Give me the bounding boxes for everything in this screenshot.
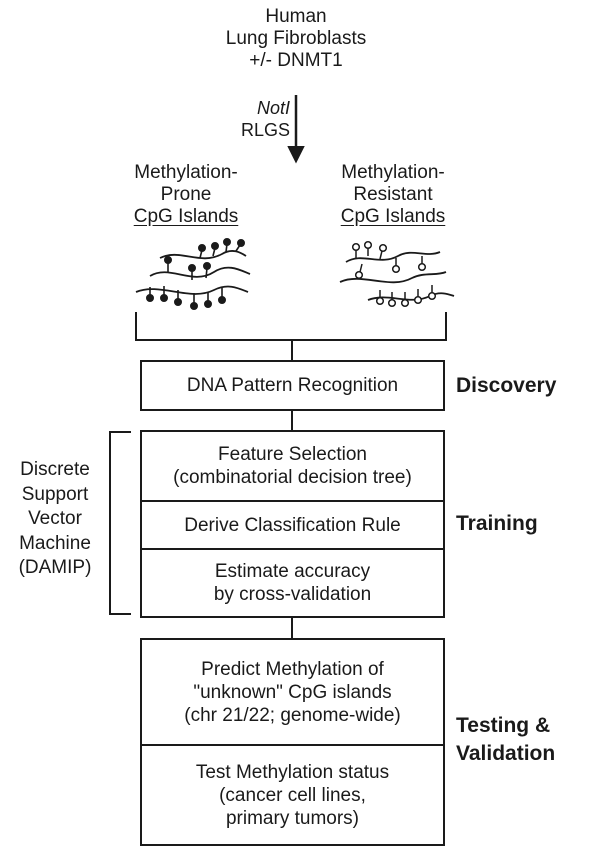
method-enzyme: NotI [256, 98, 290, 118]
prone-dna-strands-icon [135, 238, 251, 310]
resistant-group-label: Methylation- Resistant CpG Islands [308, 162, 478, 228]
model-label: Discrete Support Vector Machine (DAMIP) [2, 458, 108, 581]
resistant-line-3: CpG Islands [340, 206, 446, 227]
test-status-line-3: primary tumors) [225, 807, 359, 829]
predict-line-3: (chr 21/22; genome-wide) [184, 704, 401, 726]
predict-line-2: "unknown" CpG islands [193, 681, 392, 703]
stage-training: Training [456, 512, 538, 535]
estimate-accuracy-line-1: Estimate accuracy [214, 561, 371, 582]
stage-discovery: Discovery [456, 374, 557, 397]
testing-box: Predict Methylation of "unknown" CpG isl… [140, 638, 445, 846]
training-box: Feature Selection (combinatorial decisio… [140, 430, 445, 618]
derive-rule-line-1: Derive Classification Rule [184, 514, 401, 536]
stage-testing-line-1: Testing & [456, 714, 551, 737]
prone-line-1: Methylation- [134, 162, 238, 183]
model-line-5: (DAMIP) [18, 557, 92, 578]
model-line-4: Machine [19, 532, 91, 554]
method-label: NotI RLGS [200, 97, 290, 141]
stage-testing-line-2: Validation [456, 742, 556, 765]
model-line-1: Discrete [20, 459, 90, 480]
resistant-line-2: Resistant [353, 184, 433, 205]
prone-line-3: CpG Islands [133, 206, 239, 227]
discovery-box: DNA Pattern Recognition [140, 360, 445, 411]
model-line-3: Vector [28, 508, 82, 529]
prone-group-label: Methylation- Prone CpG Islands [106, 162, 266, 228]
model-line-2: Support [21, 483, 89, 505]
stage-testing-validation: Testing & Validation [456, 712, 555, 768]
test-status-line-2: (cancer cell lines, [219, 784, 366, 806]
prone-line-2: Prone [160, 184, 212, 205]
predict-line-1: Predict Methylation of [201, 658, 384, 680]
resistant-dna-strands-icon [339, 240, 455, 308]
test-status-line-1: Test Methylation status [195, 761, 390, 783]
training-bracket [109, 431, 131, 615]
source-line-2: Lung Fibroblasts [225, 28, 367, 49]
feature-selection-line-2: (combinatorial decision tree) [173, 467, 412, 488]
resistant-line-1: Methylation- [341, 162, 445, 183]
feature-selection-line-1: Feature Selection [218, 444, 367, 465]
merge-bracket [135, 312, 447, 341]
method-technique: RLGS [240, 120, 290, 140]
source-line-3: +/- DNMT1 [249, 50, 343, 71]
source-line-1: Human [265, 6, 327, 27]
estimate-accuracy-line-2: by cross-validation [213, 584, 372, 605]
source-label: Human Lung Fibroblasts +/- DNMT1 [196, 6, 396, 72]
discovery-step: DNA Pattern Recognition [186, 375, 399, 396]
